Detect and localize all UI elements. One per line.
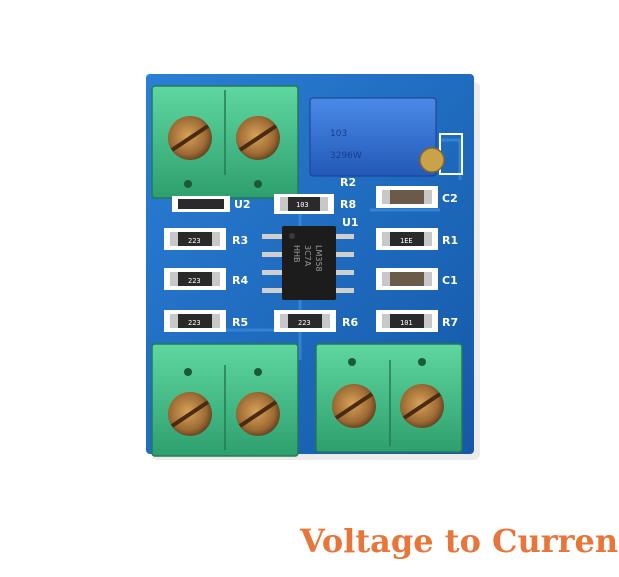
smd-r3: 223 <box>164 228 226 250</box>
smd-code-r7: 101 <box>400 319 413 327</box>
silk-r3: R3 <box>232 234 248 247</box>
ic-marking-line1: LM358 <box>314 245 323 272</box>
pot-adjust-screw-icon <box>419 147 445 173</box>
terminal-block-bottom-right <box>315 343 463 453</box>
ic-chip-u1: LM358 3C7A HHB <box>262 226 354 300</box>
smd-u2-pad <box>172 196 230 212</box>
silk-r4: R4 <box>232 274 248 287</box>
smd-r8: 103 <box>274 194 334 214</box>
silk-c2: C2 <box>442 192 458 205</box>
caption-text: Voltage to Current <box>300 522 619 560</box>
pot-marking-line1: 103 <box>330 129 347 139</box>
terminal-block-top-left <box>151 85 299 199</box>
terminal-block-bottom-left <box>151 343 299 457</box>
smd-r6: 223 <box>274 310 336 332</box>
pot-marking-line2: 3296W <box>330 151 362 161</box>
silk-u1: U1 <box>342 216 359 229</box>
smd-c2 <box>376 186 438 208</box>
smd-r1: 1EE <box>376 228 438 250</box>
smd-c1 <box>376 268 438 290</box>
silk-u2: U2 <box>234 198 251 211</box>
silk-r7: R7 <box>442 316 458 329</box>
silk-r5: R5 <box>232 316 248 329</box>
smd-code-r6: 223 <box>298 319 311 327</box>
smd-code-r1: 1EE <box>400 237 413 245</box>
trimmer-potentiometer: 103 3296W <box>309 97 445 177</box>
smd-code-r8: 103 <box>296 201 309 209</box>
smd-r5: 223 <box>164 310 226 332</box>
silk-c1: C1 <box>442 274 458 287</box>
smd-code-r4: 223 <box>188 277 201 285</box>
smd-code-r5: 223 <box>188 319 201 327</box>
ic-marking-line2: 3C7A <box>303 245 312 267</box>
ic-marking-line3: HHB <box>292 245 301 263</box>
silk-r6: R6 <box>342 316 358 329</box>
silk-r8: R8 <box>340 198 356 211</box>
silk-r2: R2 <box>340 176 356 189</box>
smd-r4: 223 <box>164 268 226 290</box>
silk-r1: R1 <box>442 234 458 247</box>
smd-code-r3: 223 <box>188 237 201 245</box>
smd-r7: 101 <box>376 310 438 332</box>
